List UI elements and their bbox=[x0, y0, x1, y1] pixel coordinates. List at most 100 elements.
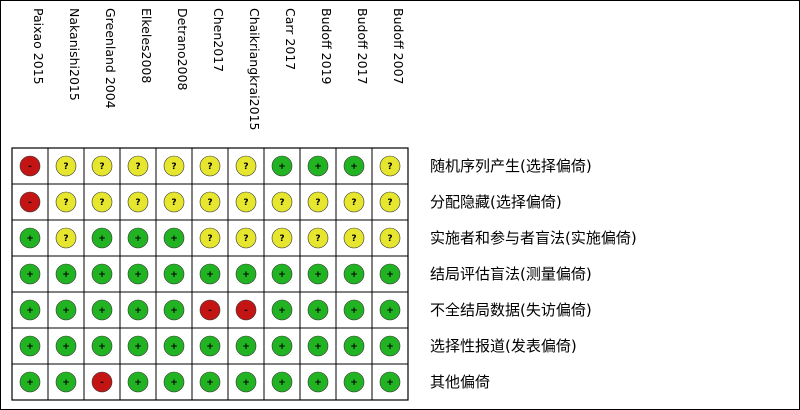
judgement-low-dot bbox=[127, 299, 149, 321]
judgement-symbol: + bbox=[26, 378, 34, 388]
domain-labels: 随机序列产生(选择偏倚)分配隐藏(选择偏倚)实施者和参与者盲法(实施偏倚)结局评… bbox=[430, 157, 637, 391]
judgement-cell: + bbox=[55, 335, 77, 357]
judgement-cell: ? bbox=[55, 155, 77, 177]
judgement-symbol: ? bbox=[99, 162, 104, 172]
judgement-low-dot bbox=[379, 335, 401, 357]
judgement-symbol: + bbox=[134, 306, 142, 316]
judgement-cell: ? bbox=[271, 191, 293, 213]
judgement-symbol: + bbox=[314, 306, 322, 316]
judgement-cell: ? bbox=[55, 191, 77, 213]
judgement-cell: + bbox=[163, 263, 185, 285]
judgement-symbol: ? bbox=[387, 198, 392, 208]
judgement-high-dot bbox=[235, 299, 257, 321]
judgement-unclear-dot bbox=[343, 227, 365, 249]
judgement-cell: + bbox=[307, 371, 329, 393]
judgement-low-dot bbox=[199, 263, 221, 285]
judgement-cell: + bbox=[271, 335, 293, 357]
study-label: Nakanishi2015 bbox=[67, 8, 82, 101]
judgement-cell: + bbox=[55, 299, 77, 321]
judgement-symbol: + bbox=[278, 270, 286, 280]
judgement-cell: + bbox=[127, 263, 149, 285]
judgement-cell: - bbox=[19, 191, 41, 213]
judgement-cell: + bbox=[379, 335, 401, 357]
judgement-low-dot bbox=[307, 155, 329, 177]
judgement-low-dot bbox=[91, 335, 113, 357]
judgement-symbol: + bbox=[98, 270, 106, 280]
judgement-cell: ? bbox=[199, 191, 221, 213]
judgement-low-dot bbox=[343, 299, 365, 321]
judgement-cell: + bbox=[343, 299, 365, 321]
study-label: Elkeles2008 bbox=[139, 8, 154, 83]
judgement-symbol: - bbox=[28, 198, 32, 208]
judgement-cell: ? bbox=[91, 155, 113, 177]
judgement-unclear-dot bbox=[235, 155, 257, 177]
judgement-symbol: ? bbox=[243, 162, 248, 172]
judgement-low-dot bbox=[343, 335, 365, 357]
judgement-low-dot bbox=[271, 263, 293, 285]
judgement-symbol: + bbox=[170, 234, 178, 244]
judgement-cell: ? bbox=[163, 155, 185, 177]
judgement-high-dot bbox=[199, 299, 221, 321]
judgement-unclear-dot bbox=[91, 191, 113, 213]
judgement-cell: + bbox=[127, 227, 149, 249]
judgement-low-dot bbox=[163, 299, 185, 321]
judgement-symbol: + bbox=[386, 342, 394, 352]
judgement-symbol: + bbox=[26, 270, 34, 280]
judgement-symbol: ? bbox=[171, 162, 176, 172]
judgement-unclear-dot bbox=[91, 155, 113, 177]
judgement-cell: + bbox=[19, 299, 41, 321]
judgement-cell: + bbox=[379, 263, 401, 285]
judgement-symbol: + bbox=[206, 270, 214, 280]
judgement-cell: + bbox=[91, 263, 113, 285]
judgement-symbol: ? bbox=[207, 162, 212, 172]
judgement-low-dot bbox=[19, 263, 41, 285]
judgement-symbol: ? bbox=[171, 198, 176, 208]
judgement-symbol: ? bbox=[135, 198, 140, 208]
judgement-low-dot bbox=[235, 335, 257, 357]
judgement-unclear-dot bbox=[235, 191, 257, 213]
judgement-symbol: + bbox=[206, 378, 214, 388]
judgement-symbol: + bbox=[170, 342, 178, 352]
judgement-unclear-dot bbox=[343, 191, 365, 213]
judgement-cell: ? bbox=[199, 227, 221, 249]
judgement-symbol: + bbox=[386, 306, 394, 316]
judgement-unclear-dot bbox=[199, 227, 221, 249]
judgement-cell: - bbox=[91, 371, 113, 393]
judgement-symbol: ? bbox=[99, 198, 104, 208]
judgement-unclear-dot bbox=[55, 227, 77, 249]
judgement-symbol: + bbox=[350, 270, 358, 280]
judgement-unclear-dot bbox=[271, 227, 293, 249]
judgement-cell: ? bbox=[343, 227, 365, 249]
judgement-symbol: + bbox=[26, 306, 34, 316]
judgement-unclear-dot bbox=[271, 191, 293, 213]
judgement-cell: ? bbox=[307, 227, 329, 249]
domain-label: 分配隐藏(选择偏倚) bbox=[430, 193, 562, 211]
judgement-cell: ? bbox=[343, 191, 365, 213]
judgement-symbol: + bbox=[350, 162, 358, 172]
judgement-cell: ? bbox=[307, 191, 329, 213]
judgement-symbol: ? bbox=[387, 234, 392, 244]
domain-label: 不全结局数据(失访偏倚) bbox=[430, 301, 592, 319]
judgement-cell: + bbox=[91, 335, 113, 357]
judgement-symbol: ? bbox=[315, 234, 320, 244]
judgement-low-dot bbox=[19, 299, 41, 321]
judgement-symbol: - bbox=[28, 162, 32, 172]
judgement-unclear-dot bbox=[55, 155, 77, 177]
judgement-low-dot bbox=[343, 155, 365, 177]
judgement-cell: + bbox=[307, 299, 329, 321]
judgement-symbol: + bbox=[386, 378, 394, 388]
judgement-symbol: ? bbox=[243, 234, 248, 244]
judgement-low-dot bbox=[343, 371, 365, 393]
judgement-symbol: ? bbox=[315, 198, 320, 208]
judgement-symbol: ? bbox=[243, 198, 248, 208]
judgement-unclear-dot bbox=[127, 191, 149, 213]
judgement-low-dot bbox=[271, 371, 293, 393]
judgement-cell: + bbox=[307, 335, 329, 357]
judgement-cell: + bbox=[19, 227, 41, 249]
judgement-low-dot bbox=[271, 335, 293, 357]
judgement-cell: - bbox=[235, 299, 257, 321]
judgement-low-dot bbox=[379, 371, 401, 393]
judgement-symbol: ? bbox=[279, 198, 284, 208]
judgement-symbol: + bbox=[26, 234, 34, 244]
